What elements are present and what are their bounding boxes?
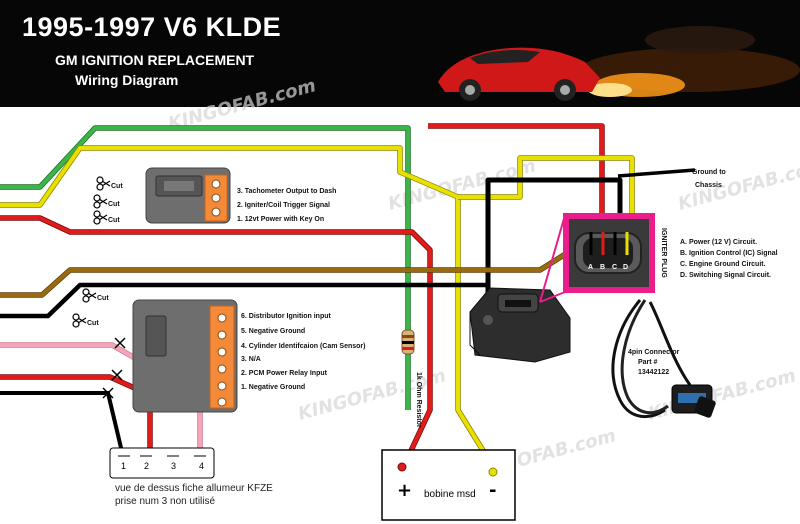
pigtail-part-number: 13442122 — [638, 369, 669, 376]
plug-pin-4: 4 — [199, 461, 204, 471]
plug-pin-1: 1 — [121, 461, 126, 471]
igniter-device-image — [469, 287, 571, 363]
scissors-icon — [96, 176, 111, 191]
scissors-icon — [93, 210, 108, 225]
module-top-pin-2-label: 2. Igniter/Coil Trigger Signal — [237, 202, 330, 209]
scissors-icon — [82, 288, 97, 303]
x-mark-icon — [102, 337, 126, 399]
pigtail-connector-image — [611, 299, 716, 419]
cut-label: Cut — [87, 320, 99, 327]
plug-pin-3: 3 — [171, 461, 176, 471]
closeup-callout — [539, 214, 566, 303]
pin-a-label: A — [588, 264, 593, 271]
cut-label: Cut — [111, 183, 123, 190]
plug-view: 1 2 3 4 — [109, 447, 215, 479]
coil-label: bobine msd — [424, 489, 476, 500]
module-top-pin-1-label: 1. 12vt Power with Key On — [237, 216, 324, 223]
coil-plus-label: + — [397, 480, 412, 501]
ground-label: Ground to — [692, 169, 726, 176]
car-image — [438, 26, 800, 101]
resistor: 1k Ohm Resistor — [401, 329, 422, 428]
cut-label: Cut — [97, 295, 109, 302]
module-bottom-pin-2-label: 2. PCM Power Relay Input — [241, 370, 328, 377]
plug-pin-2: 2 — [144, 461, 149, 471]
page-subtitle-2: Wiring Diagram — [75, 72, 179, 88]
ground-label-2: Chassis — [695, 182, 722, 189]
watermark-group: KINGOFAB.com KINGOFAB.com KINGOFAB.com K… — [166, 75, 800, 485]
pigtail-part-label: Part # — [638, 359, 658, 366]
module-bottom-pin-6-label: 6. Distributor Ignition input — [241, 313, 331, 320]
module-bottom-pin-1-label: 1. Negative Ground — [241, 384, 305, 391]
resistor-label: 1k Ohm Resistor — [415, 372, 422, 428]
cut-label: Cut — [108, 201, 120, 208]
ignition-module-bottom: 6. Distributor Ignition input 5. Negativ… — [132, 299, 365, 413]
legend-d: D. Switching Signal Circuit. — [680, 272, 771, 279]
module-bottom-pin-5-label: 5. Negative Ground — [241, 328, 305, 335]
pin-c-label: C — [612, 264, 617, 271]
module-top-pin-3-label: 3. Tachometer Output to Dash — [237, 188, 336, 195]
connector-closeup: A B C D IGNITER PLUG — [563, 213, 667, 293]
scissors-icon — [72, 313, 87, 328]
module-bottom-pin-3-label: 3. N/A — [241, 356, 261, 363]
page-subtitle: GM IGNITION REPLACEMENT — [55, 52, 255, 68]
legend-b: B. Ignition Control (IC) Signal — [680, 250, 778, 257]
pin-b-label: B — [600, 264, 605, 271]
pin-d-label: D — [623, 264, 628, 271]
plug-caption-2: prise num 3 non utilisé — [115, 496, 215, 507]
plug-caption: vue de dessus fiche allumeur KFZE — [115, 483, 273, 494]
ignition-module-top: 3. Tachometer Output to Dash 2. Igniter/… — [145, 167, 336, 224]
cut-markers: Cut Cut Cut Cut Cut — [72, 176, 126, 399]
module-bottom-pin-4-label: 4. Cylinder Identifcaion (Cam Sensor) — [241, 343, 365, 350]
page-title: 1995-1997 V6 KLDE — [22, 12, 282, 42]
scissors-icon — [93, 194, 108, 209]
legend-a: A. Power (12 V) Circuit. — [680, 239, 757, 246]
ignition-coil-box: + - bobine msd — [381, 449, 516, 521]
legend-c: C. Engine Ground Circuit. — [680, 261, 766, 268]
coil-minus-label: - — [489, 480, 496, 501]
pigtail-label: 4pin Connector — [628, 349, 680, 356]
cut-label: Cut — [108, 217, 120, 224]
igniter-plug-label: IGNITER PLUG — [660, 228, 667, 278]
